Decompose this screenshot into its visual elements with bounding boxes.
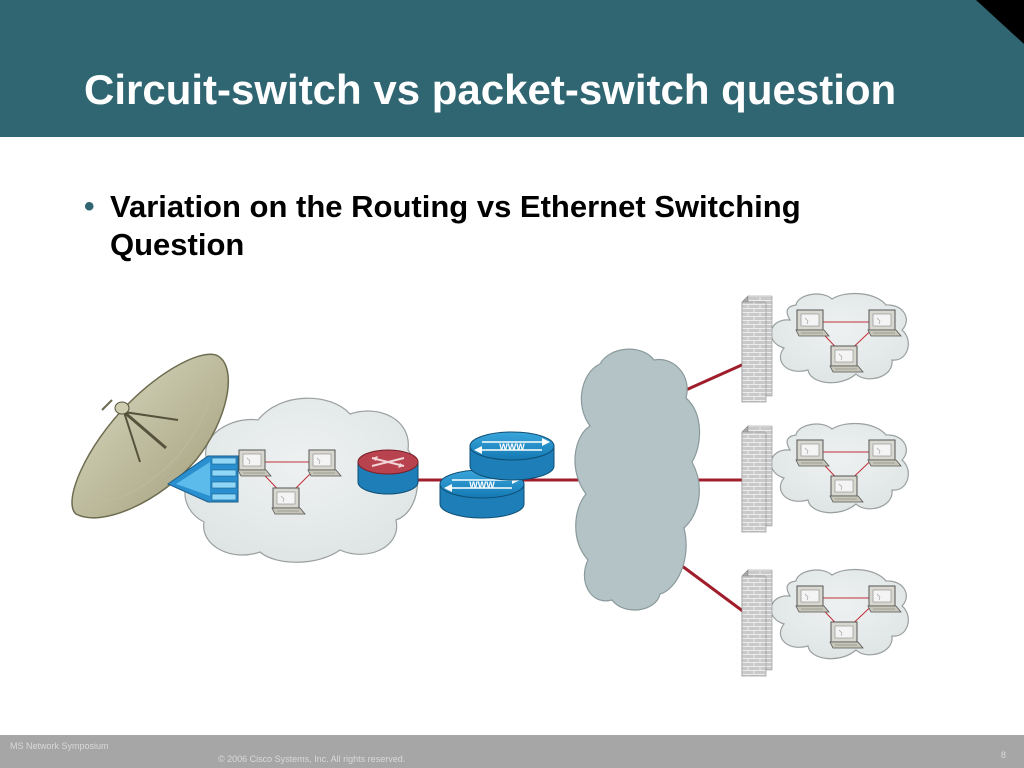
www-label: WWW — [469, 480, 495, 490]
footer-event-name: MS Network Symposium — [10, 741, 109, 751]
firewall-icon — [741, 569, 773, 677]
local-network-cloud — [771, 423, 908, 512]
header-bar: Circuit-switch vs packet-switch question — [0, 0, 1024, 137]
router-icon — [357, 449, 419, 495]
firewall-icon — [741, 295, 773, 403]
remote-site — [741, 293, 908, 403]
footer-copyright: © 2006 Cisco Systems, Inc. All rights re… — [218, 754, 406, 764]
local-network-cloud — [771, 569, 908, 658]
network-diagram: WWW WWW — [71, 280, 1024, 677]
remote-site — [741, 569, 908, 677]
slide-title: Circuit-switch vs packet-switch question — [84, 66, 897, 113]
www-server-icon: WWW — [469, 431, 555, 481]
remote-site — [741, 423, 908, 533]
corner-triangle-icon — [976, 0, 1024, 44]
page-number: 8 — [1000, 750, 1006, 760]
satellite-dish-icon — [71, 353, 230, 519]
firewall-icon — [741, 425, 773, 533]
bullet-item: Variation on the Routing vs Ethernet Swi… — [110, 189, 801, 262]
internet-cloud — [574, 348, 701, 611]
bullet-marker: • — [84, 190, 95, 223]
multiplexer-icon — [166, 455, 239, 503]
local-network-cloud — [771, 293, 908, 382]
footer-bar: MS Network Symposium © 2006 Cisco System… — [0, 735, 1024, 768]
www-label: WWW — [499, 442, 525, 452]
